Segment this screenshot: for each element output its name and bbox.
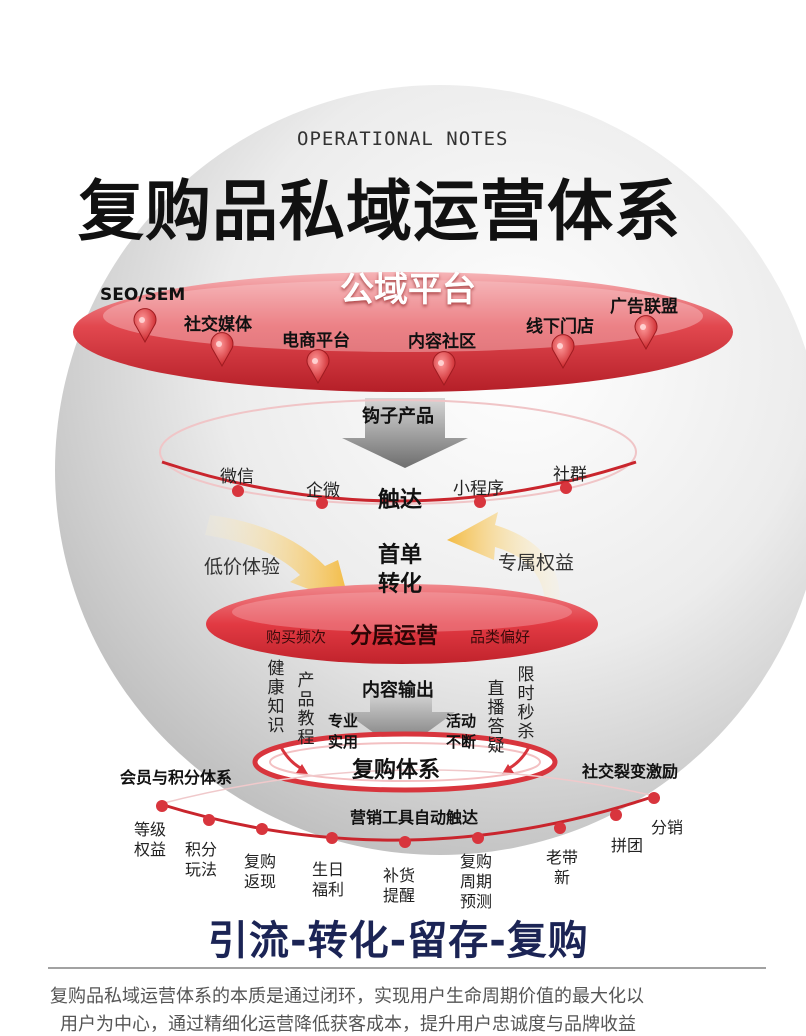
background-circle (55, 85, 806, 855)
low-price-trial-label: 低价体验 (204, 556, 281, 578)
footer-line-2: 用户为中心，通过精细化运营降低获客成本，提升用户忠诚度与品牌收益 (60, 1014, 636, 1035)
channel-ecommerce: 电商平台 (282, 331, 350, 351)
public-domain-title: 公域平台 (340, 270, 476, 310)
subtitle: OPERATIONAL NOTES (297, 128, 509, 150)
touchpoint-wecom: 企微 (306, 481, 340, 501)
item-cashback: 复购 返现 (244, 852, 277, 891)
exclusive-benefits-label: 专属权益 (498, 552, 575, 574)
vertical-product-tutorial: 产品教程 (297, 671, 315, 748)
item-referral: 老带 新 (546, 848, 579, 887)
page-title: 复购品私域运营体系 (78, 173, 681, 250)
slogan: 引流-转化-留存-复购 (208, 918, 589, 964)
membership-points-label: 会员与积分体系 (120, 768, 233, 787)
left-yellow-arrow (205, 515, 350, 605)
item-distribution: 分销 (651, 818, 684, 837)
touchpoint-wechat: 微信 (220, 467, 254, 487)
right-yellow-arrow (447, 512, 560, 600)
repurchase-system-title: 复购体系 (352, 758, 441, 783)
channel-pins (133, 308, 658, 387)
item-restock-reminder: 补货 提醒 (383, 866, 416, 905)
item-cycle-prediction: 复购 周期 预测 (460, 852, 493, 911)
social-fission-label: 社交裂变激励 (582, 762, 679, 781)
touchpoint-community: 社群 (553, 465, 587, 485)
item-birthday-gift: 生日 福利 (312, 860, 345, 899)
layer-disc (206, 584, 598, 664)
item-level-benefits: 等级 权益 (134, 820, 167, 859)
touch-ring (159, 399, 637, 505)
channel-content-community: 内容社区 (408, 332, 476, 352)
channel-offline-store: 线下门店 (526, 317, 594, 337)
channel-social-media: 社交媒体 (184, 315, 252, 335)
professional-practical-tag: 专业 实用 (328, 712, 359, 751)
category-preference-label: 品类偏好 (470, 628, 531, 646)
first-order-title-2: 转化 (378, 572, 423, 597)
purchase-frequency-label: 购买频次 (266, 628, 327, 646)
footer-line-1: 复购品私域运营体系的本质是通过闭环，实现用户生命周期价值的最大化以 (50, 986, 644, 1007)
repurchase-core (252, 731, 558, 793)
channel-ad-alliance: 广告联盟 (610, 297, 678, 317)
item-group-buy: 拼团 (611, 836, 644, 855)
hook-arrow (342, 398, 468, 468)
public-domain-disc (73, 272, 733, 392)
touchpoint-mini-program: 小程序 (453, 479, 504, 499)
vertical-health-knowledge: 健康知识 (267, 659, 285, 736)
item-points-play: 积分 玩法 (185, 840, 218, 879)
vertical-live-qa: 直播答疑 (487, 679, 505, 756)
content-output-label: 内容输出 (362, 680, 434, 701)
continuous-activity-tag: 活动 不断 (446, 712, 477, 751)
first-order-title-1: 首单 (378, 543, 423, 568)
content-arrow (345, 692, 455, 752)
channel-seo-sem: SEO/SEM (100, 285, 186, 305)
marketing-tools-label: 营销工具自动触达 (350, 808, 479, 827)
hook-product-label: 钩子产品 (362, 406, 434, 427)
touch-title: 触达 (378, 488, 423, 513)
vertical-flash-sale: 限时秒杀 (517, 665, 535, 742)
layered-ops-title: 分层运营 (350, 624, 439, 649)
